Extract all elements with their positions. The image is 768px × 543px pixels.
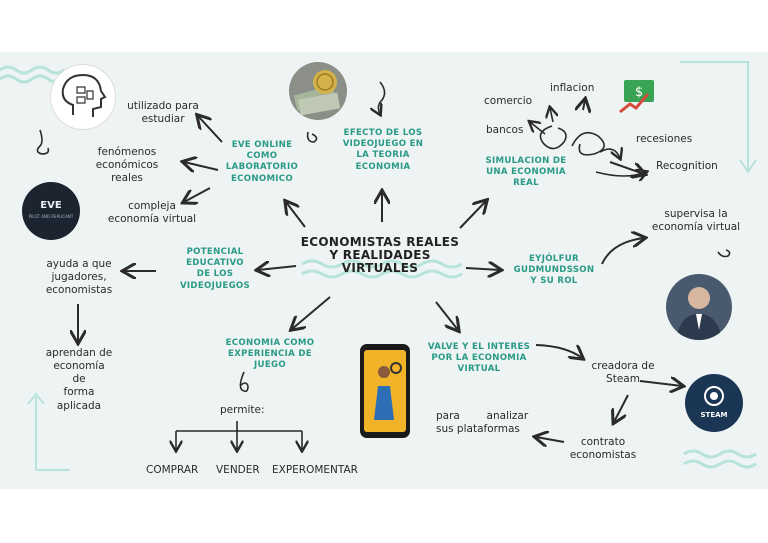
eyjolfur-supervises-line: supervisa la	[664, 208, 728, 220]
simulation-recesiones: recesiones	[636, 133, 693, 145]
valve-hire-line: economistas	[569, 449, 637, 462]
potential-heading: POTENCIAL EDUCATIVO DE LOS VIDEOJUEGOS	[170, 247, 260, 292]
central-topic: ECONOMISTAS REALES Y REALIDADES VIRTUALE…	[300, 235, 460, 276]
simulation-bancos: bancos	[486, 124, 524, 136]
potential-learn-line: economía	[53, 360, 105, 373]
potential-learn-line: aprendan de	[45, 347, 113, 359]
experience-permite: permite:	[220, 404, 265, 416]
simulation-heading-line: SIMULACION DE	[485, 156, 567, 166]
effect-heading-line: EFECTO DE LOS	[343, 128, 423, 138]
valve-heading-line: VALVE Y EL INTERES	[427, 342, 531, 352]
effect-heading-line: LA TEORIA	[356, 150, 410, 161]
experience-option-vender: VENDER	[216, 464, 260, 476]
eve-phenomena-line: fenómenos	[97, 146, 157, 158]
potential-heading-line: DE LOS	[196, 269, 234, 280]
potential-helps-line: ayuda a que	[46, 258, 112, 270]
experience-option-experomentar: EXPEROMENTAR	[272, 464, 358, 476]
eyjolfur-heading: EYJÓLFUR GUDMUNDSSON Y SU ROL	[508, 254, 600, 288]
money-coins-image	[289, 62, 347, 120]
valve-creator: creadora de Steam	[584, 360, 662, 386]
steam-logo-text: STEAM	[700, 411, 728, 419]
valve-creator-line: creadora de	[591, 360, 655, 372]
central-topic-line1: ECONOMISTAS REALES	[300, 235, 460, 249]
eve-heading: EVE ONLINE COMO LABORATORIO ECONOMICO	[222, 140, 302, 185]
potential-learn-line: de	[72, 373, 86, 386]
eve-heading-line: LABORATORIO	[225, 162, 299, 173]
experience-heading-line: JUEGO	[254, 360, 286, 371]
eve-online-logo: EVE PILOT AND REPLICANT	[22, 182, 80, 240]
valve-analyze-line: sus plataformas	[436, 423, 520, 436]
eyjolfur-supervises-line: economía virtual	[651, 221, 741, 234]
eve-heading-line: ECONOMICO	[230, 173, 294, 184]
potential-helps-line: economistas	[45, 284, 113, 297]
eyjolfur-heading-line: Y SU ROL	[530, 276, 578, 287]
eve-used-for-line: estudiar	[141, 113, 185, 126]
valve-analyze-line: para analizar	[436, 410, 529, 422]
eyjolfur-supervises: supervisa la economía virtual	[650, 208, 742, 234]
potential-learn-line: aplicada	[56, 399, 102, 412]
eve-phenomena-line: económicos	[95, 159, 159, 172]
effect-heading-line: ECONOMIA	[355, 161, 411, 172]
potential-heading-line: VIDEOJUEGOS	[179, 280, 251, 291]
eyjolfur-heading-line: GUDMUNDSSON	[513, 265, 595, 276]
eve-complex-line: economía virtual	[107, 213, 197, 226]
potential-learn-line: forma	[63, 386, 95, 399]
central-topic-line3: VIRTUALES	[341, 261, 419, 276]
experience-heading: ECONOMIA COMO EXPERIENCIA DE JUEGO	[222, 338, 318, 372]
valve-heading-line: VIRTUAL	[457, 364, 501, 375]
valve-creator-line: Steam	[606, 373, 640, 386]
experience-option-comprar: COMPRAR	[146, 464, 199, 476]
potential-helps-line: jugadores,	[51, 271, 107, 284]
potential-helps: ayuda a que jugadores, economistas	[36, 258, 122, 297]
head-puzzle-icon	[50, 64, 116, 130]
effect-heading: EFECTO DE LOS VIDEOJUEGO EN LA TEORIA EC…	[338, 128, 428, 173]
eve-logo-subtext: PILOT AND REPLICANT	[28, 214, 74, 219]
simulation-heading: SIMULACION DE UNA ECONOMIA REAL	[478, 156, 574, 190]
eve-complex-economy: compleja economía virtual	[104, 200, 200, 226]
mind-map-canvas: EVE PILOT AND REPLICANT $ STEAM	[0, 52, 768, 489]
simulation-comercio: comercio	[484, 95, 533, 107]
potential-heading-line: EDUCATIVO	[186, 258, 244, 269]
eyjolfur-heading-line: EYJÓLFUR	[529, 254, 579, 264]
valve-heading: VALVE Y EL INTERES POR LA ECONOMIA VIRTU…	[424, 342, 534, 376]
simulation-recognition: Recognition	[656, 160, 718, 172]
eve-logo-text: EVE	[40, 200, 62, 211]
eve-used-for-line: utilizado para	[127, 100, 199, 112]
steam-logo: STEAM	[685, 374, 743, 432]
effect-heading-line: VIDEOJUEGO EN	[342, 139, 424, 150]
eve-heading-line: EVE ONLINE	[231, 140, 293, 150]
experience-heading-line: EXPERIENCIA DE	[228, 349, 312, 360]
eve-complex-line: compleja	[128, 200, 176, 212]
eyjolfur-portrait	[666, 274, 732, 340]
phone-image	[360, 344, 410, 438]
valve-hire: contrato economistas	[568, 436, 638, 462]
valve-heading-line: POR LA ECONOMIA	[431, 353, 527, 364]
experience-heading-line: ECONOMIA COMO	[225, 338, 315, 348]
potential-learn: aprendan de economía de forma aplicada	[40, 347, 118, 413]
eve-heading-line: COMO	[246, 151, 278, 162]
eve-used-for: utilizado para estudiar	[124, 100, 202, 126]
central-topic-line2: Y REALIDADES	[329, 248, 431, 263]
simulation-heading-line: UNA ECONOMIA	[486, 167, 566, 178]
decorations	[0, 61, 757, 471]
potential-heading-line: POTENCIAL	[186, 247, 244, 257]
eve-phenomena: fenómenos económicos reales	[88, 146, 166, 185]
valve-analyze: para analizar sus plataformas	[436, 410, 528, 436]
connector-arrows	[36, 81, 731, 489]
eve-phenomena-line: reales	[111, 172, 143, 185]
simulation-inflacion: inflacion	[550, 82, 595, 94]
simulation-heading-line: REAL	[513, 178, 539, 189]
money-chart-icon: $	[618, 76, 656, 114]
valve-hire-line: contrato	[580, 436, 626, 448]
svg-text:$: $	[635, 85, 643, 100]
